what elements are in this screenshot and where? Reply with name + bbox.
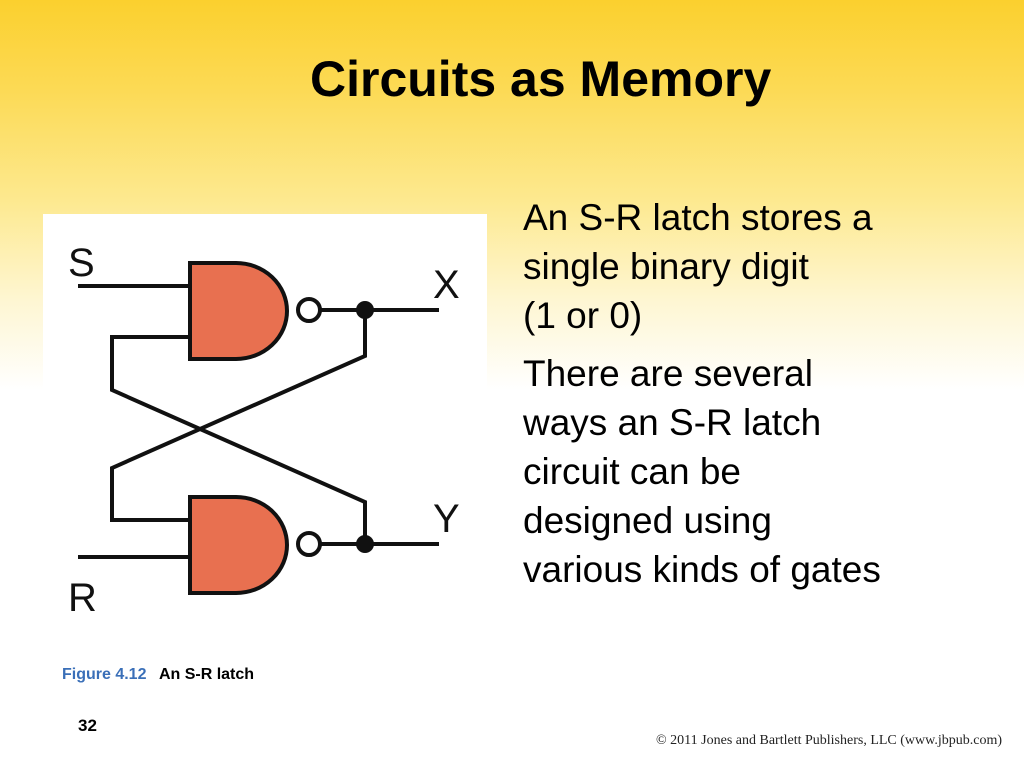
sr-latch-diagram: S R X Y <box>68 241 460 620</box>
x-feedback-wire <box>110 308 367 522</box>
top-nand-bubble <box>296 297 322 323</box>
slide-title: Circuits as Memory <box>310 51 772 107</box>
figure-caption: Figure 4.12 An S-R latch <box>62 666 254 684</box>
y-feedback-wire <box>110 335 367 546</box>
sr-latch-figure: S R X Y <box>43 214 487 622</box>
bullet-text: An S-R latch stores a single binary digi… <box>523 197 873 336</box>
top-nand-gate <box>188 261 289 361</box>
x-junction-dot <box>356 301 374 319</box>
page-number: 32 <box>78 716 97 735</box>
bottom-nand-bubble <box>296 531 322 557</box>
copyright-notice: © 2011 Jones and Bartlett Publishers, LL… <box>656 733 1002 748</box>
y-label: Y <box>433 497 460 541</box>
y-junction-dot <box>356 535 374 553</box>
s-label: S <box>68 241 95 285</box>
bullet-text: There are several ways an S-R latch circ… <box>523 353 881 590</box>
r-label: R <box>68 576 97 620</box>
bottom-nand-gate <box>188 495 289 595</box>
x-label: X <box>433 263 460 307</box>
body-text: An S-R latch stores a single binary digi… <box>523 193 993 603</box>
figure-caption-text: An S-R latch <box>158 666 255 683</box>
figure-number: Figure 4.12 <box>62 666 147 683</box>
